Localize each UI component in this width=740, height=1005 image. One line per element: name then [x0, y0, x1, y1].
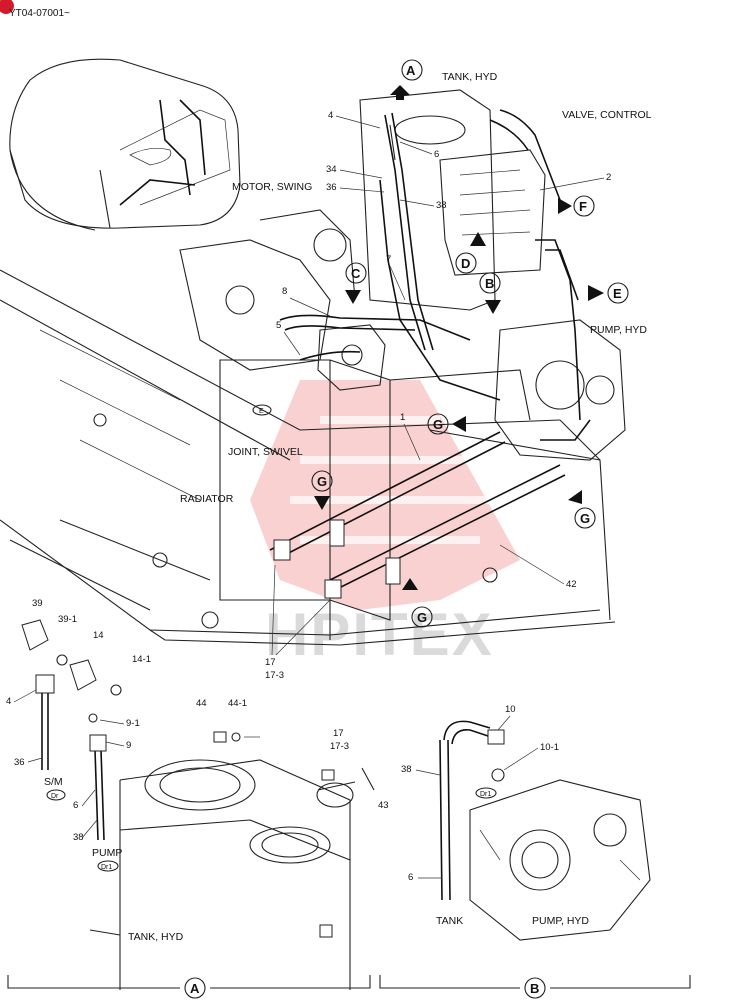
svg-text:36: 36: [326, 182, 337, 193]
arrow-icon: [452, 416, 466, 432]
svg-text:17: 17: [265, 657, 276, 668]
label-sm: S/M: [44, 776, 63, 788]
main-part-numbers: 4 6 34 36 38 2 7 8 5 1 42 17 17-3: [265, 110, 611, 681]
svg-text:E: E: [613, 286, 622, 301]
detail-a: [21, 619, 375, 990]
svg-text:34: 34: [326, 164, 337, 175]
svg-text:4: 4: [328, 110, 333, 121]
callout-g2: G: [311, 470, 333, 510]
svg-text:9-1: 9-1: [126, 718, 140, 729]
label-radiator: RADIATOR: [180, 493, 234, 505]
arrow-icon: [485, 300, 501, 314]
svg-text:1: 1: [400, 412, 405, 423]
label-pump-hyd: PUMP, HYD: [590, 324, 647, 336]
callout-g1: G: [427, 413, 466, 435]
callout-b: B: [479, 272, 501, 314]
footer-brackets: A B: [7, 975, 691, 999]
svg-text:8: 8: [282, 286, 287, 297]
svg-text:G: G: [580, 511, 590, 526]
svg-text:14: 14: [93, 630, 104, 641]
svg-text:G: G: [433, 417, 443, 432]
label-tank: TANK: [436, 915, 463, 927]
callout-g4: G: [402, 578, 433, 628]
label-motor-swing: MOTOR, SWING: [232, 181, 312, 193]
svg-text:2: 2: [606, 172, 611, 183]
page-badge-icon: [0, 0, 14, 14]
label-joint-swivel: JOINT, SWIVEL: [228, 446, 303, 458]
callout-e: E: [588, 282, 629, 304]
tag-dr1-b: Dr1: [480, 791, 491, 798]
hoses: [269, 109, 591, 599]
tag-dr: Dr: [51, 793, 59, 800]
arrow-icon: [345, 290, 361, 304]
footer-a: A: [190, 981, 200, 996]
detail-b: [439, 720, 651, 941]
arrow-icon: [588, 285, 604, 301]
svg-text:C: C: [351, 266, 361, 281]
footer-b: B: [530, 981, 539, 996]
svg-text:42: 42: [566, 579, 577, 590]
label-valve-control: VALVE, CONTROL: [562, 109, 652, 121]
svg-text:17-3: 17-3: [265, 670, 284, 681]
svg-text:G: G: [317, 474, 327, 489]
svg-text:9: 9: [126, 740, 131, 751]
svg-text:B: B: [485, 276, 494, 291]
svg-text:10: 10: [505, 704, 516, 715]
svg-text:17-3: 17-3: [330, 741, 349, 752]
callout-f: F: [558, 195, 595, 217]
arrow-icon: [558, 198, 572, 214]
machine-overview: [9, 58, 241, 231]
svg-text:43: 43: [378, 800, 389, 811]
svg-text:44-1: 44-1: [228, 698, 247, 709]
svg-text:A: A: [406, 63, 416, 78]
svg-text:7: 7: [386, 254, 391, 265]
arrow-icon: [568, 490, 582, 504]
callout-c: C: [345, 262, 367, 304]
doc-code: YT04-07001~: [9, 8, 70, 19]
arrow-icon: [470, 232, 486, 246]
callout-d: D: [455, 232, 486, 274]
svg-text:38: 38: [401, 764, 412, 775]
svg-text:6: 6: [434, 149, 439, 160]
label-pump: PUMP: [92, 847, 122, 859]
svg-text:10-1: 10-1: [540, 742, 559, 753]
svg-text:D: D: [461, 256, 470, 271]
label-tank-hyd-a: TANK, HYD: [128, 931, 184, 943]
detail-b-labels: 10 10-1 38 6 Dr1 TANK PUMP, HYD: [401, 704, 589, 927]
callout-g3: G: [568, 490, 596, 529]
svg-text:39: 39: [32, 598, 43, 609]
detail-a-labels: 39 39-1 14 14-1 4 9-1 9 36 6 38 S/M Dr P…: [6, 598, 389, 943]
svg-text:4: 4: [6, 696, 11, 707]
svg-text:17: 17: [333, 728, 344, 739]
svg-text:5: 5: [276, 320, 281, 331]
svg-text:G: G: [417, 610, 427, 625]
svg-text:F: F: [579, 199, 587, 214]
arrow-icon: [390, 85, 410, 100]
watermark-emblem-icon: [250, 380, 520, 610]
callout-a: A: [390, 59, 423, 100]
arrow-icon: [402, 578, 418, 590]
label-tank-hyd: TANK, HYD: [442, 71, 498, 83]
svg-text:39-1: 39-1: [58, 614, 77, 625]
svg-text:6: 6: [73, 800, 78, 811]
tag-dr1: Dr1: [101, 864, 112, 871]
arrow-icon: [314, 496, 330, 510]
svg-text:6: 6: [408, 872, 413, 883]
svg-text:44: 44: [196, 698, 207, 709]
svg-text:36: 36: [14, 757, 25, 768]
svg-text:14-1: 14-1: [132, 654, 151, 665]
svg-text:38: 38: [73, 832, 84, 843]
label-pump-hyd-b: PUMP, HYD: [532, 915, 589, 927]
tag-e: E: [259, 408, 264, 415]
svg-text:38: 38: [436, 200, 447, 211]
